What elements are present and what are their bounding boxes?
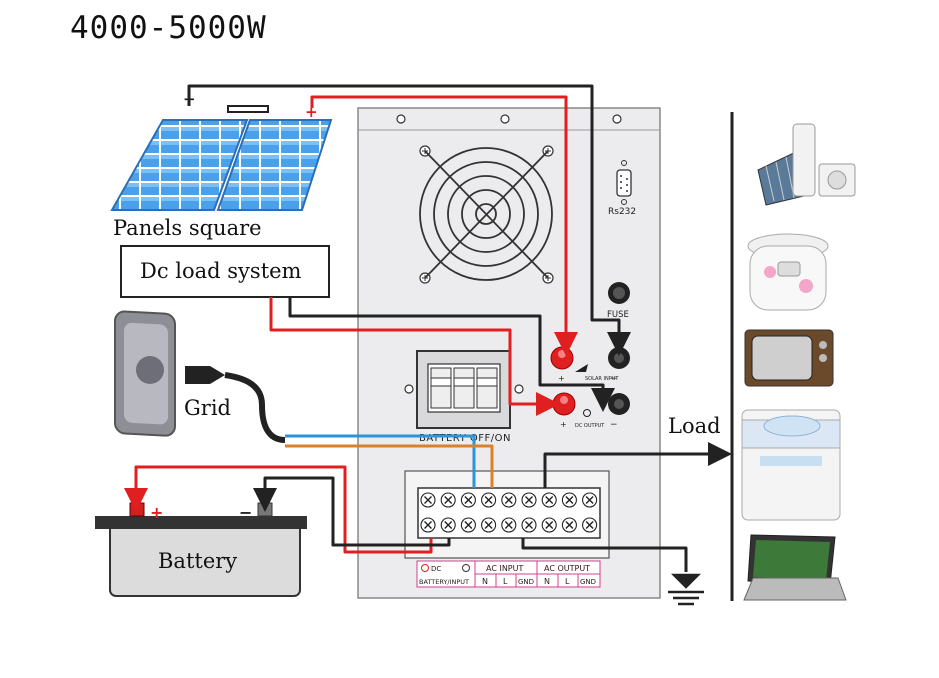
- solar-plus-sign: +: [558, 374, 565, 383]
- solar-minus-sign: −: [610, 374, 618, 384]
- fuse-holder[interactable]: FUSE: [607, 282, 630, 320]
- screw-slot-icon: [525, 496, 533, 504]
- ac-output-label: AC OUTPUT: [544, 564, 590, 573]
- terminal-labels: DC BATTERY/INPUT AC INPUT AC OUTPUT N L …: [416, 560, 601, 588]
- screw-slot-icon: [545, 496, 554, 504]
- ac-in-l-label: L: [503, 577, 508, 586]
- screw-slot-icon: [444, 496, 453, 504]
- dc-load-box: [120, 245, 330, 298]
- screw-slot-icon: [424, 496, 432, 504]
- wiring: [124, 84, 732, 572]
- screw-slot-icon: [464, 496, 473, 504]
- screw-slot-icon: [565, 521, 574, 529]
- solar-input-label: SOLAR INPUT: [585, 376, 619, 382]
- screw-slot-icon: [464, 521, 473, 529]
- load-label: Load: [668, 414, 721, 438]
- screw-slot-icon: [484, 521, 493, 529]
- rs232-label: Rs232: [608, 207, 636, 217]
- grid-label: Grid: [184, 396, 231, 420]
- screw-slot-icon: [585, 521, 594, 529]
- screw-slot-icon: [545, 521, 554, 529]
- screw-slot-icon: [484, 496, 493, 504]
- ac-in-gnd-label: GND: [518, 578, 534, 586]
- rice-cooker-icon: [747, 233, 829, 311]
- ground-symbol-icon: [668, 573, 704, 606]
- dc-load-label: Dc load system: [140, 259, 302, 283]
- screw-slot-icon: [565, 496, 574, 504]
- ac-input-label: AC INPUT: [486, 564, 523, 573]
- battery-switch-label: BATTERY OFF/ON: [419, 433, 511, 444]
- rs232-port-icon: Rs232: [608, 160, 636, 217]
- ac-in-n-label: N: [482, 577, 488, 586]
- screw-slot-icon: [504, 496, 513, 504]
- dcout-minus-sign: −: [610, 420, 618, 430]
- dcout-plus-sign: +: [560, 420, 567, 429]
- battery-plus-sign: +: [150, 503, 163, 522]
- solar-symbol-icon: [575, 364, 588, 372]
- ac-out-n-label: N: [544, 577, 550, 586]
- ac-out-l-label: L: [565, 577, 570, 586]
- battery-minus-sign: −: [239, 503, 252, 522]
- laptop-icon: [743, 534, 847, 601]
- screw-slot-icon: [585, 496, 594, 504]
- battery-input-label: BATTERY/INPUT: [419, 578, 469, 586]
- page-title: 4000-5000W: [70, 10, 267, 46]
- wall-outlet-icon: [114, 310, 286, 443]
- battery-icon: + −: [95, 502, 307, 597]
- fuse-label: FUSE: [607, 310, 629, 320]
- solar-heater-ac-icon: [757, 123, 856, 206]
- battery-switch[interactable]: BATTERY OFF/ON: [416, 350, 511, 444]
- solar-panels-icon: − +: [110, 90, 333, 211]
- panel-plus-sign: +: [305, 103, 318, 121]
- panels-label: Panels square: [113, 216, 262, 240]
- terminal-block: [404, 470, 610, 559]
- screw-slot-icon: [424, 521, 432, 529]
- ac-out-gnd-label: GND: [580, 578, 596, 586]
- cooling-fan-icon: [419, 147, 553, 281]
- battery-label: Battery: [158, 549, 237, 573]
- washing-machine-icon: [741, 409, 841, 521]
- bulb-icon: [583, 409, 591, 417]
- screw-slot-icon: [504, 521, 513, 529]
- tv-icon: [744, 329, 834, 387]
- dc-output-label: DC OUTPUT: [575, 423, 605, 429]
- screw-slot-icon: [444, 521, 453, 529]
- screw-slot-icon: [525, 521, 533, 529]
- dc-label: DC: [431, 565, 441, 573]
